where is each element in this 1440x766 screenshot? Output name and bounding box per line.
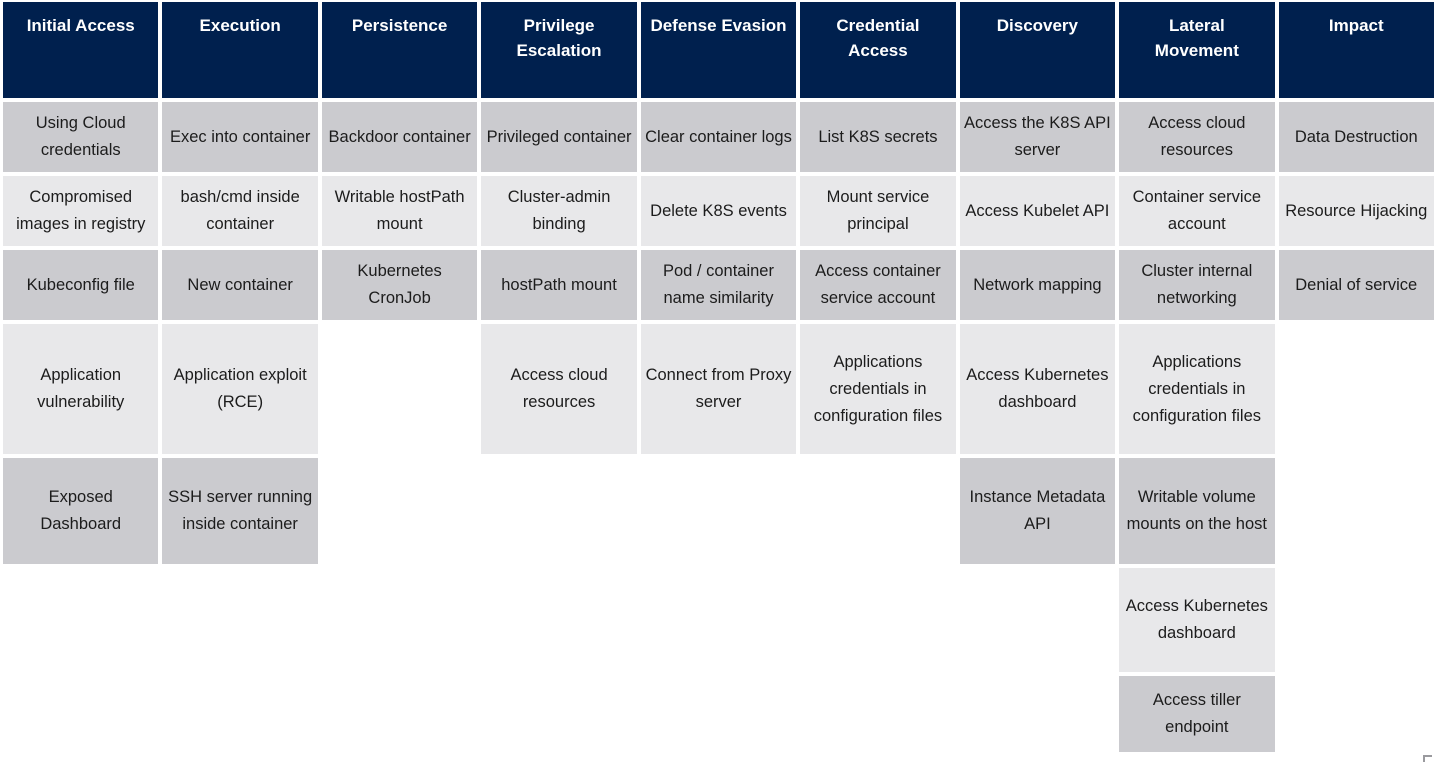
technique-cell-delete-k8s-events: Delete K8S events <box>640 176 797 246</box>
corner-artifact <box>1423 755 1432 762</box>
technique-cell-writable-hostpath-mount: Writable hostPath mount <box>321 176 478 246</box>
technique-cell-hostpath-mount: hostPath mount <box>481 250 637 320</box>
technique-cell-list-k8s-secrets: List K8S secrets <box>800 102 956 172</box>
column-header-execution: Execution <box>162 2 318 98</box>
column-header-persistence: Persistence <box>321 2 478 98</box>
technique-cell-applications-credentials-in-configuration-files: Applications credentials in configuratio… <box>1119 324 1275 454</box>
technique-cell-access-kubernetes-dashboard: Access Kubernetes dashboard <box>1119 568 1275 672</box>
technique-cell-connect-from-proxy-server: Connect from Proxy server <box>640 324 797 454</box>
technique-cell-access-cloud-resources: Access cloud resources <box>1119 102 1275 172</box>
technique-cell-clear-container-logs: Clear container logs <box>640 102 797 172</box>
technique-cell-writable-volume-mounts-on-the-host: Writable volume mounts on the host <box>1119 458 1275 564</box>
technique-cell-denial-of-service: Denial of service <box>1278 250 1434 320</box>
technique-cell-ssh-server-running-inside-container: SSH server running inside container <box>162 458 318 564</box>
technique-cell-resource-hijacking: Resource Hijacking <box>1278 176 1434 246</box>
column-header-discovery: Discovery <box>959 2 1116 98</box>
column-header-defense-evasion: Defense Evasion <box>640 2 797 98</box>
technique-cell-access-the-k8s-api-server: Access the K8S API server <box>959 102 1116 172</box>
technique-cell-application-exploit-rce: Application exploit (RCE) <box>162 324 318 454</box>
technique-cell-kubernetes-cronjob: Kubernetes CronJob <box>321 250 478 320</box>
technique-cell-access-cloud-resources: Access cloud resources <box>481 324 637 454</box>
technique-cell-application-vulnerability: Application vulnerability <box>3 324 159 454</box>
technique-cell-cluster-admin-binding: Cluster-admin binding <box>481 176 637 246</box>
technique-cell-exec-into-container: Exec into container <box>162 102 318 172</box>
technique-cell-exposed-dashboard: Exposed Dashboard <box>3 458 159 564</box>
technique-cell-using-cloud-credentials: Using Cloud credentials <box>3 102 159 172</box>
technique-cell-container-service-account: Container service account <box>1119 176 1275 246</box>
technique-cell-privileged-container: Privileged container <box>481 102 637 172</box>
technique-cell-access-kubernetes-dashboard: Access Kubernetes dashboard <box>959 324 1116 454</box>
technique-cell-new-container: New container <box>162 250 318 320</box>
column-header-lateral-movement: Lateral Movement <box>1119 2 1275 98</box>
technique-cell-compromised-images-in-registry: Compromised images in registry <box>3 176 159 246</box>
technique-cell-data-destruction: Data Destruction <box>1278 102 1434 172</box>
technique-cell-applications-credentials-in-configuration-files: Applications credentials in configuratio… <box>800 324 956 454</box>
column-header-initial-access: Initial Access <box>3 2 159 98</box>
technique-cell-pod-container-name-similarity: Pod / container name similarity <box>640 250 797 320</box>
technique-cell-access-kubelet-api: Access Kubelet API <box>959 176 1116 246</box>
technique-cell-mount-service-principal: Mount service principal <box>800 176 956 246</box>
technique-cell-bash-cmd-inside-container: bash/cmd inside container <box>162 176 318 246</box>
column-header-privilege-escalation: Privilege Escalation <box>481 2 637 98</box>
column-header-credential-access: Credential Access <box>800 2 956 98</box>
technique-cell-network-mapping: Network mapping <box>959 250 1116 320</box>
column-header-impact: Impact <box>1278 2 1434 98</box>
technique-cell-access-container-service-account: Access container service account <box>800 250 956 320</box>
technique-cell-access-tiller-endpoint: Access tiller endpoint <box>1119 676 1275 752</box>
technique-cell-kubeconfig-file: Kubeconfig file <box>3 250 159 320</box>
technique-cell-backdoor-container: Backdoor container <box>321 102 478 172</box>
technique-cell-instance-metadata-api: Instance Metadata API <box>959 458 1116 564</box>
technique-cell-cluster-internal-networking: Cluster internal networking <box>1119 250 1275 320</box>
